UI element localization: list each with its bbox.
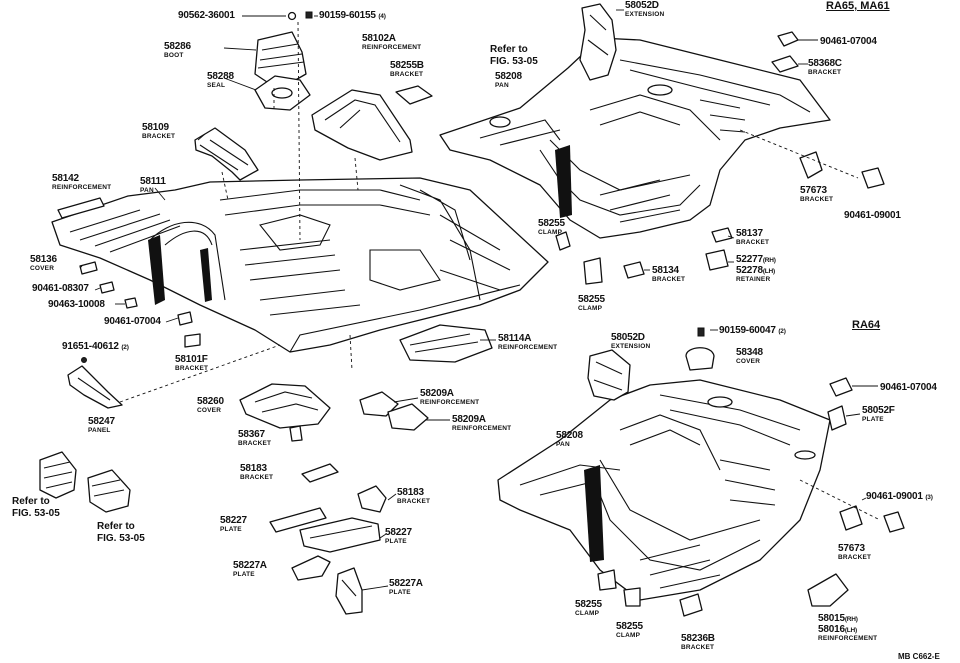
- label-90461-08307[interactable]: 90461-08307: [32, 283, 89, 294]
- label-90461-09001-top[interactable]: 90461-09001: [844, 210, 901, 221]
- label-58016[interactable]: 58016(LH)REINFORCEMENT: [818, 624, 878, 642]
- label-58015[interactable]: 58015(RH): [818, 613, 858, 624]
- refer-to-note-left-1[interactable]: Refer to FIG. 53-05: [12, 496, 60, 519]
- label-90463-10008[interactable]: 90463-10008: [48, 299, 105, 310]
- label-90461-07004-front[interactable]: 90461-07004: [104, 316, 161, 327]
- reinforcement-58142-shape: [57, 197, 105, 219]
- front-floor-pan: [51, 177, 549, 353]
- label-90461-07004-rear-top[interactable]: 90461-07004: [820, 36, 877, 47]
- rear-floor-pan-top: [439, 37, 831, 239]
- rear-floor-pan-bottom: [497, 379, 831, 601]
- label-90159-60155[interactable]: 90159-60155 (4): [319, 10, 386, 21]
- model-header-ra64: RA64: [852, 319, 881, 331]
- label-90159-60047[interactable]: 90159-60047 (2): [719, 325, 786, 336]
- refer-to-note-left-2[interactable]: Refer to FIG. 53-05: [97, 521, 145, 544]
- model-header-ra65-ma61: RA65, MA61: [826, 0, 890, 12]
- label-52278[interactable]: 52278(LH)RETAINER: [736, 265, 776, 283]
- label-90461-09001-bottom[interactable]: 90461-09001 (3): [866, 491, 933, 502]
- refer-to-note-top[interactable]: Refer to FIG. 53-05: [490, 44, 538, 67]
- label-52277[interactable]: 52277(RH): [736, 254, 776, 265]
- label-90562-36001[interactable]: 90562-36001: [178, 10, 235, 21]
- label-91651-40612[interactable]: 91651-40612 (2): [62, 341, 129, 352]
- footer-diagram-code: MB C662-E: [898, 652, 940, 661]
- label-90461-07004-rear-bottom[interactable]: 90461-07004: [880, 382, 937, 393]
